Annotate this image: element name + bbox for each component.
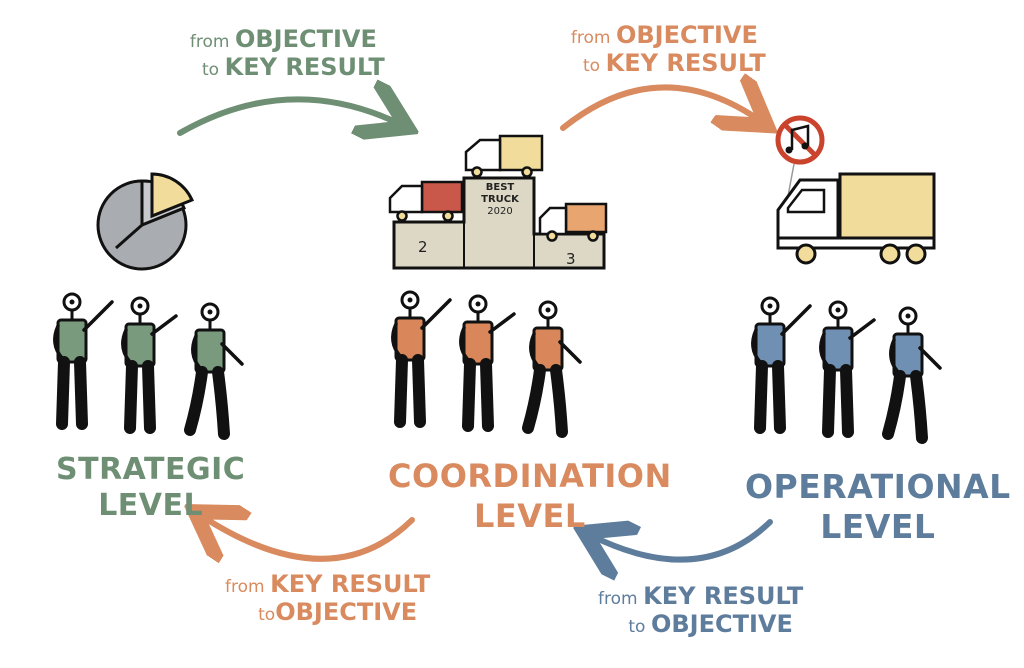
podium-title: BEST TRUCK 2020 bbox=[481, 182, 519, 217]
arrow-label-top-left: from OBJECTIVE to KEY RESULT bbox=[189, 25, 385, 81]
truck-icon bbox=[775, 115, 936, 265]
pie-chart-icon bbox=[96, 172, 195, 271]
arrow-strategic-to-coordination bbox=[177, 99, 402, 133]
coordination-level-label: COORDINATION LEVEL bbox=[388, 457, 672, 535]
operational-level-label: OPERATIONAL LEVEL bbox=[745, 467, 1011, 546]
person-figure bbox=[522, 300, 582, 438]
podium-second-place: 2 bbox=[418, 238, 428, 256]
podium-icon: BEST TRUCK 2020 2 3 bbox=[388, 130, 618, 270]
arrow-label-top-right: from OBJECTIVE to KEY RESULT bbox=[570, 21, 766, 77]
arrow-coordination-to-operational bbox=[560, 87, 762, 128]
arrow-operational-to-coordination bbox=[590, 519, 773, 560]
strategic-level-label: STRATEGIC LEVEL bbox=[56, 452, 246, 523]
person-figure bbox=[121, 296, 178, 434]
person-figure bbox=[459, 294, 516, 432]
person-figure bbox=[819, 300, 876, 438]
person-figure bbox=[391, 290, 452, 428]
person-figure bbox=[751, 296, 812, 434]
person-figure bbox=[882, 306, 942, 444]
no-music-icon bbox=[775, 115, 825, 197]
arrow-coordination-to-strategic bbox=[200, 515, 415, 559]
arrow-label-bottom-left: from KEY RESULT toOBJECTIVE bbox=[225, 570, 431, 626]
person-figure bbox=[184, 302, 244, 440]
person-figure bbox=[53, 292, 114, 430]
podium-third-place: 3 bbox=[566, 250, 576, 268]
arrow-label-bottom-right: from KEY RESULT to OBJECTIVE bbox=[598, 582, 804, 638]
